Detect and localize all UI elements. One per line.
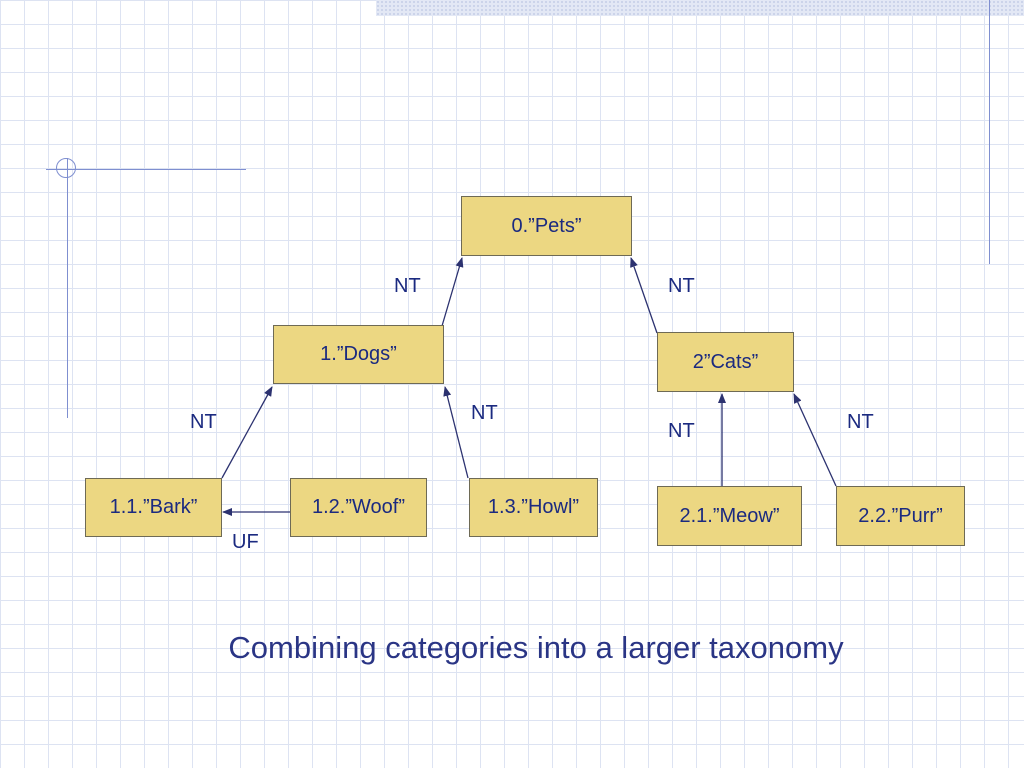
label-nt-dogs-pets: NT [394,275,421,297]
node-pets: 0.”Pets” [461,196,632,256]
label-uf-woof-bark: UF [232,531,259,553]
node-purr: 2.2.”Purr” [836,486,965,546]
node-woof: 1.2.”Woof” [290,478,427,537]
label-nt-meow-cats: NT [668,420,695,442]
rule-corner-circle [56,158,76,178]
left-vertical-rule [67,158,68,418]
left-horizontal-rule [46,169,246,170]
right-vertical-rule [989,0,990,264]
edge-cats-to-pets [630,257,658,334]
node-cats: 2”Cats” [657,332,794,392]
label-nt-cats-pets: NT [668,275,695,297]
node-dogs: 1.”Dogs” [273,325,444,384]
slide-caption: Combining categories into a larger taxon… [228,630,844,665]
node-howl: 1.3.”Howl” [469,478,598,537]
edge-bark-to-dogs [221,386,273,479]
label-nt-bark-dogs: NT [190,411,217,433]
label-nt-howl-dogs: NT [471,402,498,424]
edge-purr-to-cats [793,393,837,487]
node-bark: 1.1.”Bark” [85,478,222,537]
node-meow: 2.1.”Meow” [657,486,802,546]
label-nt-purr-cats: NT [847,411,874,433]
top-decorative-band [376,0,1024,16]
edge-howl-to-dogs [443,386,469,479]
edge-dogs-to-pets [441,257,464,327]
